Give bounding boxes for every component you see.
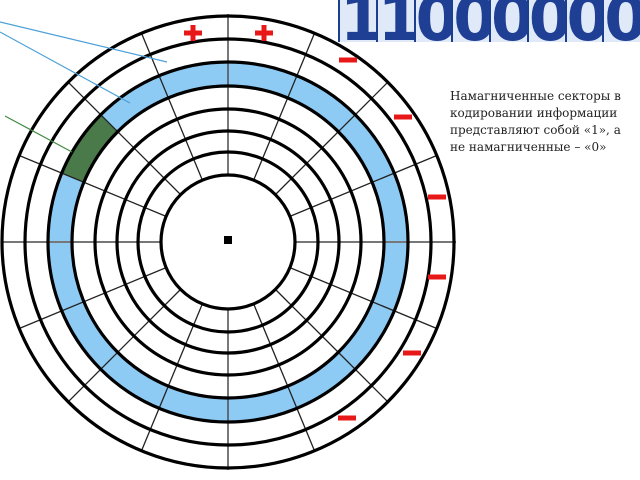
bit-digit: 1 <box>378 0 414 42</box>
bit-cell: 0 <box>564 0 603 42</box>
sector-divider <box>67 288 182 403</box>
caption-text: Намагниченные секторы в кодировании инфо… <box>450 89 621 154</box>
pointer-line <box>0 31 131 104</box>
sector-divider <box>140 303 203 452</box>
track-circle <box>136 150 320 334</box>
bit-cell: 1 <box>375 0 414 42</box>
plus-icon <box>261 25 267 41</box>
sector-divider <box>289 154 438 217</box>
sector-divider <box>140 32 203 181</box>
bit-cell: 0 <box>526 0 565 42</box>
pointer-line <box>4 115 73 153</box>
track-circle <box>23 37 433 447</box>
pointer-line <box>0 21 168 63</box>
sector-divider <box>274 288 389 403</box>
bit-digit: 0 <box>567 0 603 42</box>
minus-icon <box>428 274 446 280</box>
minus-icon <box>403 350 421 356</box>
magnetized-sector <box>61 114 118 183</box>
bit-cell: 0 <box>489 0 527 42</box>
sector-divider <box>289 267 438 330</box>
track-circle <box>46 60 410 424</box>
minus-icon <box>338 415 356 421</box>
sector-divider <box>274 81 389 196</box>
bit-cell: 0 <box>413 0 452 42</box>
bit-digit: 0 <box>416 0 452 42</box>
sector-divider <box>18 154 167 217</box>
bit-cell: 0 <box>451 0 489 42</box>
minus-icon <box>428 194 446 200</box>
bit-digit: 0 <box>529 0 565 42</box>
track-circle <box>159 173 297 311</box>
bit-digit: 0 <box>604 0 640 42</box>
sector-divider <box>67 81 182 196</box>
track-circle <box>0 14 456 470</box>
minus-icon <box>394 114 412 120</box>
bit-digit: 0 <box>491 0 527 42</box>
bit-digit: 0 <box>453 0 489 42</box>
bit-cell: 1 <box>338 0 376 42</box>
bit-cell: 0 <box>602 0 640 42</box>
bit-digit: 1 <box>340 0 376 42</box>
track-circle <box>70 84 386 400</box>
track-circle <box>93 107 363 377</box>
bit-strip: 1 1 0 0 0 0 0 0 <box>338 0 640 42</box>
sector-divider <box>253 32 316 181</box>
minus-icon <box>339 57 357 63</box>
spindle-icon <box>224 236 232 244</box>
sector-divider <box>253 303 316 452</box>
track-circle <box>115 129 341 355</box>
plus-icon <box>190 25 196 41</box>
sector-divider <box>18 267 167 330</box>
